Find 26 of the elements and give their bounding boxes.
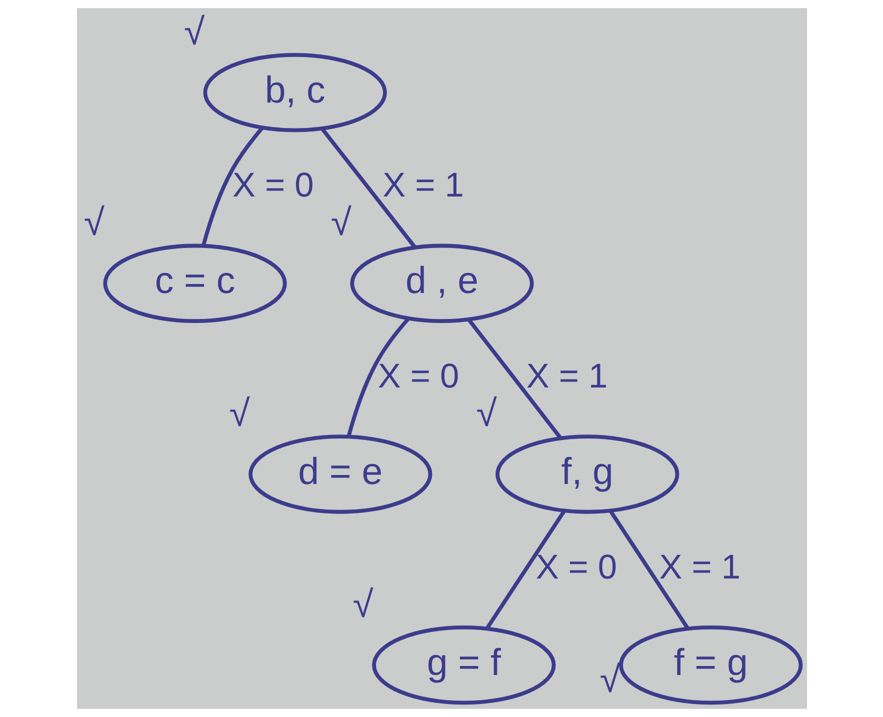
node-label: √	[599, 658, 620, 700]
node-ellipse: b, c	[202, 52, 386, 132]
connector	[484, 510, 566, 630]
node-ellipse: c = c	[102, 244, 286, 323]
connector	[200, 126, 264, 246]
node-ellipse: f = g	[618, 625, 802, 705]
connector	[608, 510, 689, 630]
node-label: √	[330, 201, 351, 244]
connector	[466, 318, 562, 440]
edge-label: X = 0	[377, 358, 459, 396]
edge-label: X = 0	[535, 548, 617, 586]
node-ellipse: d , e	[350, 244, 534, 323]
connector	[320, 127, 416, 248]
node-ellipse: f, g	[495, 434, 679, 514]
edge-label: X = 1	[382, 166, 464, 205]
edge-label: X = 1	[526, 358, 608, 396]
node-label: √	[352, 582, 373, 625]
node-label: √	[183, 10, 204, 52]
node-label: √	[228, 392, 250, 434]
node-label: √	[83, 201, 104, 244]
connector	[346, 317, 410, 438]
edge-label: X = 0	[232, 166, 314, 205]
node-ellipse: g = f	[372, 625, 556, 705]
edge-label: X = 1	[658, 548, 740, 586]
node-label: √	[476, 392, 496, 434]
node-ellipse: d = e	[248, 434, 432, 514]
